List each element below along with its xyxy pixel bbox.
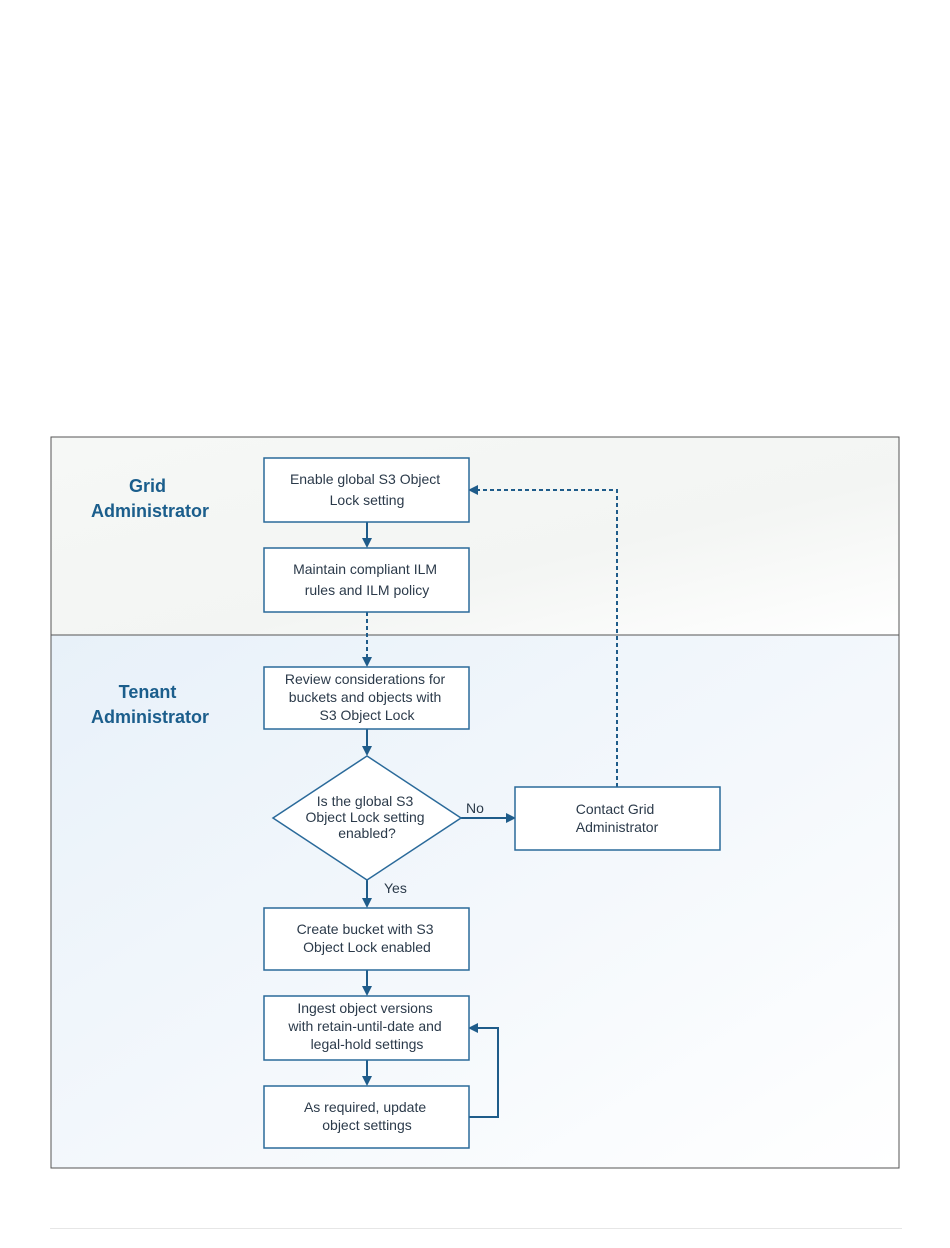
connectors xyxy=(362,485,618,1118)
decision-line2: Object Lock setting xyxy=(306,809,425,825)
step-contact-admin-box xyxy=(514,786,721,851)
tenant-admin-lane xyxy=(51,635,899,1168)
step-update-line2: object settings xyxy=(322,1117,412,1133)
step-update-settings: As required, update object settings xyxy=(263,1085,470,1149)
label-yes: Yes xyxy=(384,880,407,896)
step-contact-admin-line2: Administrator xyxy=(576,819,659,835)
step-contact-admin: Contact Grid Administrator xyxy=(514,786,721,851)
step-maintain-ilm-box xyxy=(263,547,470,613)
arrow-update-loop-back xyxy=(468,1023,499,1118)
step-create-bucket-line1: Create bucket with S3 xyxy=(297,921,434,937)
step-maintain-ilm-text: Maintain compliant ILM rules and ILM pol… xyxy=(293,561,441,598)
step-create-bucket-line2: Object Lock enabled xyxy=(303,939,431,955)
step-create-bucket: Create bucket with S3 Object Lock enable… xyxy=(263,907,470,971)
step-review-considerations-text: Review considerations for buckets and ob… xyxy=(285,671,449,723)
step-enable-global-box xyxy=(263,457,470,523)
decision-object-lock-enabled: Is the global S3 Object Lock setting ena… xyxy=(271,755,463,881)
decision-text: Is the global S3 Object Lock setting ena… xyxy=(306,793,429,841)
step-maintain-ilm: Maintain compliant ILM rules and ILM pol… xyxy=(263,547,470,613)
step-ingest-line1: Ingest object versions xyxy=(297,1000,432,1016)
decision-line3: enabled? xyxy=(338,825,396,841)
decision-line1: Is the global S3 xyxy=(317,793,414,809)
grid-lane-title-line2: Administrator xyxy=(91,501,209,521)
step-contact-admin-text: Contact Grid Administrator xyxy=(576,801,659,835)
step-ingest-objects-box xyxy=(263,995,470,1061)
step-ingest-objects-text: Ingest object versions with retain-until… xyxy=(287,1000,445,1052)
tenant-lane-title-line2: Administrator xyxy=(91,707,209,727)
step-maintain-ilm-line2: rules and ILM policy xyxy=(305,582,430,598)
step-review-line2: buckets and objects with xyxy=(289,689,442,705)
step-contact-admin-line1: Contact Grid xyxy=(576,801,655,817)
step-ingest-line3: legal-hold settings xyxy=(311,1036,424,1052)
arrow-contact-to-enable-dashed xyxy=(468,485,618,787)
step-create-bucket-text: Create bucket with S3 Object Lock enable… xyxy=(297,921,438,955)
page-footer-rule xyxy=(50,1228,902,1229)
step-review-considerations: Review considerations for buckets and ob… xyxy=(263,666,470,730)
step-enable-global-line2: Lock setting xyxy=(330,492,405,508)
tenant-lane-title: Tenant Administrator xyxy=(91,682,209,727)
grid-lane-title-line1: Grid xyxy=(129,476,166,496)
step-review-line1: Review considerations for xyxy=(285,671,446,687)
diagram-frame xyxy=(50,436,900,1169)
grid-lane-title: Grid Administrator xyxy=(91,476,209,521)
label-no: No xyxy=(466,800,484,816)
grid-admin-lane xyxy=(51,437,899,635)
step-update-line1: As required, update xyxy=(304,1099,426,1115)
decision-diamond xyxy=(271,755,463,881)
step-update-settings-text: As required, update object settings xyxy=(304,1099,430,1133)
step-review-considerations-box xyxy=(263,666,470,730)
step-update-settings-box xyxy=(263,1085,470,1149)
step-maintain-ilm-line1: Maintain compliant ILM xyxy=(293,561,437,577)
tenant-lane-title-line1: Tenant xyxy=(119,682,177,702)
step-enable-global-line1: Enable global S3 Object xyxy=(290,471,440,487)
step-enable-global-text: Enable global S3 Object Lock setting xyxy=(290,471,444,508)
step-enable-global: Enable global S3 Object Lock setting xyxy=(263,457,470,523)
step-ingest-line2: with retain-until-date and xyxy=(287,1018,441,1034)
step-ingest-objects: Ingest object versions with retain-until… xyxy=(263,995,470,1061)
step-review-line3: S3 Object Lock xyxy=(320,707,416,723)
step-create-bucket-box xyxy=(263,907,470,971)
